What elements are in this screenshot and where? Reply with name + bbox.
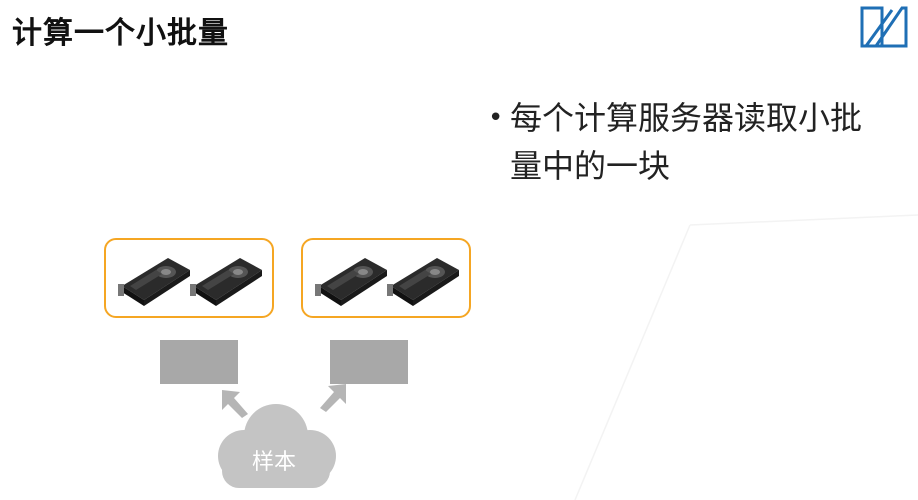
cloud-label: 样本 — [251, 450, 296, 475]
logo-icon — [860, 6, 908, 48]
slide-title: 计算一个小批量 — [12, 16, 229, 51]
compute-server-2 — [301, 238, 471, 318]
arrow-up-icon — [222, 390, 248, 418]
bullet-text: 每个计算服务器读取小批量中的一块 — [510, 99, 863, 185]
batch-chunk-1 — [160, 340, 238, 384]
gpu-card-icon — [315, 258, 387, 306]
batch-chunk-2 — [330, 340, 408, 384]
bullet-dot: • — [488, 103, 504, 133]
arrow-up-icon — [320, 384, 346, 412]
cloud-icon — [218, 404, 336, 488]
gpu-card-icon — [190, 258, 262, 306]
gpu-card-icon — [118, 258, 190, 306]
bullet-point: • 每个计算服务器读取小批量中的一块 — [488, 94, 888, 190]
compute-server-1 — [104, 238, 274, 318]
gpu-card-icon — [387, 258, 459, 306]
